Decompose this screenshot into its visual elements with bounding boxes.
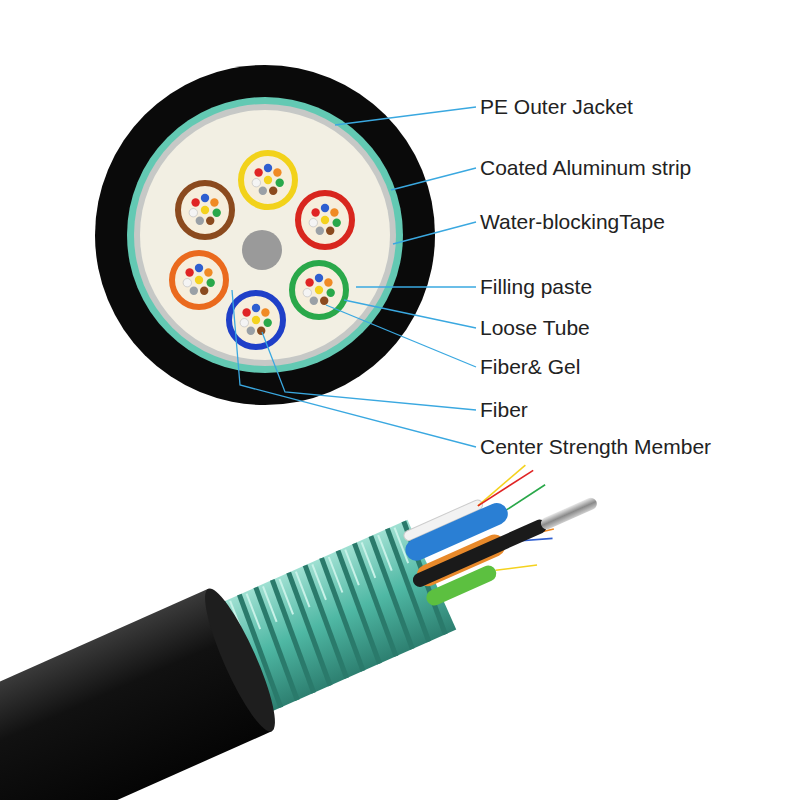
part-label: PE Outer Jacket [480, 94, 633, 120]
leader-line [326, 305, 476, 367]
cable-cutaway [0, 430, 628, 800]
leader-line [262, 332, 476, 410]
fiber-cluster [240, 304, 272, 335]
leader-line [232, 290, 476, 447]
part-label: Filling paste [480, 274, 592, 300]
leader-line [335, 107, 476, 125]
loose-tube [172, 253, 226, 307]
fiber-cluster [303, 274, 335, 305]
filling-paste [140, 110, 390, 360]
fiber-cluster [252, 164, 284, 195]
loose-tube [241, 153, 295, 207]
leader-lines [232, 107, 476, 447]
part-label: Fiber [480, 397, 528, 423]
part-label: Water-blockingTape [480, 209, 665, 235]
leader-line [393, 222, 476, 244]
center-strength-member [242, 230, 282, 270]
loose-tube [298, 193, 352, 247]
leader-line [391, 168, 476, 190]
part-label: Center Strength Member [480, 434, 711, 460]
loose-tube [178, 183, 232, 237]
loose-tube [292, 263, 346, 317]
armor-highlight [228, 528, 410, 637]
fiber-cluster [309, 204, 341, 235]
jacket-end [194, 582, 287, 738]
fiber-cluster [189, 194, 221, 225]
leader-line [356, 286, 476, 287]
water-blocking-tape [134, 104, 396, 366]
part-label: Coated Aluminum strip [480, 155, 691, 181]
fiber-cluster [183, 264, 215, 295]
strength-member-rod [539, 496, 599, 531]
aluminum-strip [127, 97, 403, 373]
outer-jacket [95, 65, 435, 405]
strength-member-coating [411, 517, 549, 589]
loose-tube [229, 293, 283, 347]
leader-line [344, 300, 476, 328]
part-label: Fiber& Gel [480, 354, 580, 380]
part-label: Loose Tube [480, 315, 590, 341]
